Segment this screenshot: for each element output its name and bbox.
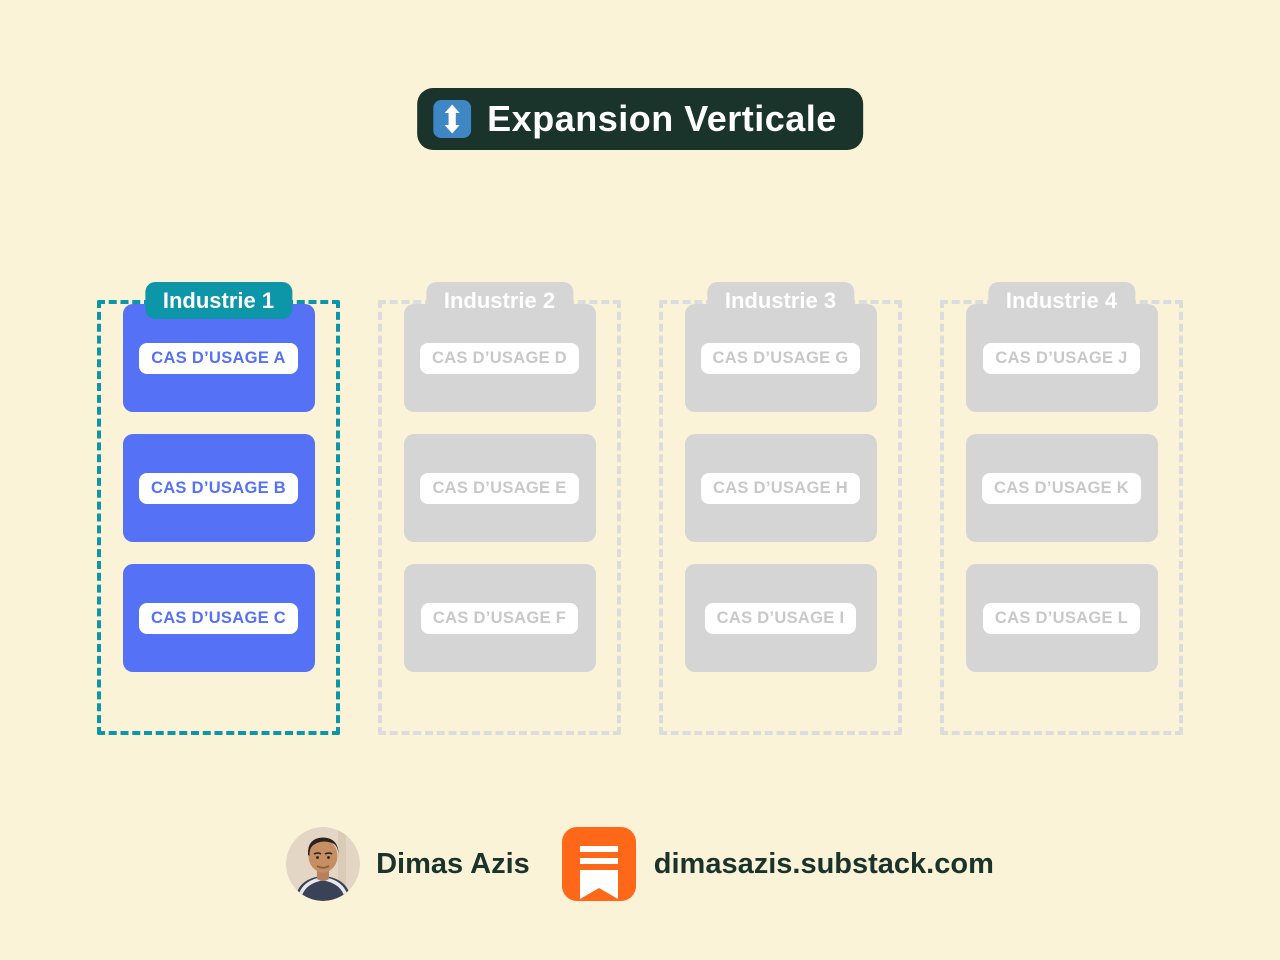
industry-column: Industrie 2 CAS D’USAGE D CAS D’USAGE E … [378,282,621,735]
use-case-label: CAS D’USAGE A [139,342,298,374]
footer: Dimas Azis dimasazis.substack.com [0,827,1280,901]
use-case-label: CAS D’USAGE E [420,472,579,504]
avatar [286,827,361,901]
use-case-label: CAS D’USAGE G [700,342,861,374]
use-case-card: CAS D’USAGE C [122,564,315,672]
industry-column: Industrie 1 CAS D’USAGE A CAS D’USAGE B … [97,282,340,735]
use-case-label: CAS D’USAGE J [983,342,1140,374]
use-case-card: CAS D’USAGE E [403,434,596,542]
use-case-card: CAS D’USAGE K [965,434,1158,542]
industry-badge: Industrie 4 [987,282,1136,319]
use-case-card: CAS D’USAGE G [684,304,877,412]
title-badge: Expansion Verticale [417,88,863,150]
industry-column: Industrie 3 CAS D’USAGE G CAS D’USAGE H … [659,282,902,735]
industry-badge: Industrie 3 [706,282,855,319]
use-case-label: CAS D’USAGE K [982,472,1141,504]
use-case-label: CAS D’USAGE I [704,602,857,634]
use-case-label: CAS D’USAGE B [139,472,298,504]
author-name: Dimas Azis [376,847,530,880]
use-case-card: CAS D’USAGE F [403,564,596,672]
use-case-card: CAS D’USAGE D [403,304,596,412]
up-down-arrow-icon [433,100,472,138]
use-case-card: CAS D’USAGE B [122,434,315,542]
industry-badge: Industrie 2 [425,282,574,319]
use-case-card: CAS D’USAGE H [684,434,877,542]
use-case-label: CAS D’USAGE F [420,602,579,634]
use-case-label: CAS D’USAGE C [139,602,298,634]
use-case-card: CAS D’USAGE A [122,304,315,412]
industry-badge: Industrie 1 [144,282,293,319]
industry-column: Industrie 4 CAS D’USAGE J CAS D’USAGE K … [940,282,1183,735]
use-case-label: CAS D’USAGE H [701,472,860,504]
page-title: Expansion Verticale [487,98,837,139]
use-case-label: CAS D’USAGE D [420,342,579,374]
use-case-card: CAS D’USAGE J [965,304,1158,412]
site-url: dimasazis.substack.com [653,847,994,880]
use-case-card: CAS D’USAGE I [684,564,877,672]
use-case-label: CAS D’USAGE L [982,602,1141,634]
use-case-card: CAS D’USAGE L [965,564,1158,672]
substack-icon [561,827,636,901]
